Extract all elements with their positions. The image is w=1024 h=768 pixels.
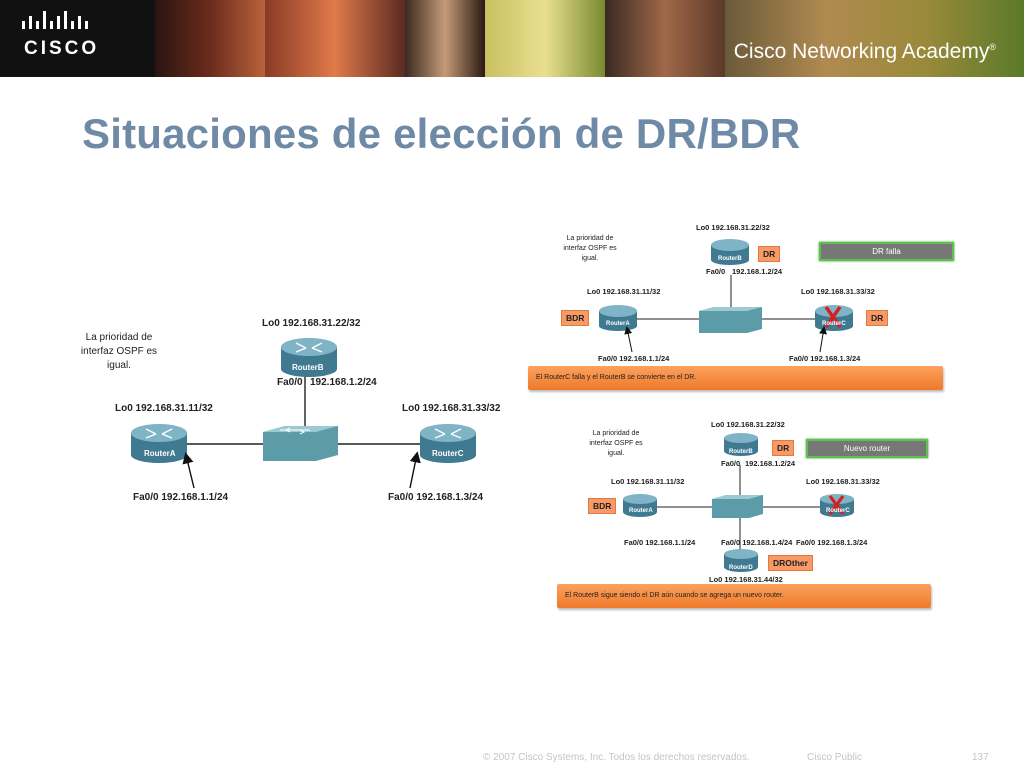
tr-routerB-lo: Lo0 192.168.31.22/32 — [696, 223, 770, 232]
tr-failure-x-icon — [824, 305, 842, 329]
tr-priority-note: La prioridad de interfaz OSPF es igual. — [558, 234, 622, 264]
cisco-wordmark: CISCO — [24, 38, 100, 59]
slide-title: Situaciones de elección de DR/BDR — [82, 110, 801, 157]
tr-routerC-shape — [815, 305, 853, 331]
left-priority-note: La prioridad de interfaz OSPF es igual. — [80, 331, 158, 373]
banner-photo-1 — [155, 0, 265, 77]
left-note-line2: interfaz OSPF es — [80, 346, 158, 357]
br-routerA-lo: Lo0 192.168.31.11/32 — [611, 477, 685, 486]
tr-routerA-role: BDR — [561, 310, 590, 326]
left-routerB-lo: Lo0 192.168.31.22/32 — [262, 318, 361, 329]
br-routerB-shape — [724, 433, 758, 456]
left-arrows — [182, 451, 421, 489]
left-routerB-fa-ip: 192.168.1.2/24 — [310, 377, 377, 388]
br-routerA-name: RouterA — [629, 508, 653, 514]
br-links — [655, 465, 820, 550]
left-routerB-shape — [281, 338, 337, 377]
header-banner: CISCO Cisco Networking Academy® — [0, 0, 1024, 77]
tr-note-line3: igual. — [581, 255, 599, 262]
tr-note-line2: interfaz OSPF es — [563, 245, 617, 252]
br-routerB-role: DR — [772, 440, 795, 456]
cisco-logo: CISCO — [0, 0, 155, 77]
br-routerB-fa-if: Fa0/0 — [721, 459, 741, 468]
left-routerC-name: RouterC — [432, 449, 464, 458]
left-routerA-fa: Fa0/0 192.168.1.1/24 — [133, 492, 229, 503]
tr-routerC-role: DR — [866, 310, 889, 326]
banner-photo-3 — [405, 0, 485, 77]
academy-name: Cisco Networking Academy — [733, 40, 990, 63]
footer-copyright: © 2007 Cisco Systems, Inc. Todos los der… — [483, 752, 750, 763]
br-switch — [712, 495, 763, 518]
academy-title: Cisco Networking Academy® — [734, 40, 996, 64]
br-note-line3: igual. — [607, 450, 625, 457]
tr-routerC-name: RouterC — [822, 321, 846, 327]
tr-routerA-shape — [599, 305, 637, 331]
br-note-line2: interfaz OSPF es — [589, 440, 643, 447]
banner-photo-2 — [265, 0, 405, 77]
tr-routerB-fa-ip: 192.168.1.2/24 — [732, 267, 783, 276]
br-routerC-shape — [820, 494, 854, 517]
left-routerA-name: RouterA — [144, 449, 176, 458]
left-routerA-lo: Lo0 192.168.31.11/32 — [115, 403, 213, 414]
tr-note-line1: La prioridad de — [566, 235, 614, 242]
tr-routerC-lo: Lo0 192.168.31.33/32 — [801, 287, 875, 296]
tr-routerB-fa-if: Fa0/0 — [706, 267, 726, 276]
br-failure-x-icon — [828, 495, 845, 515]
br-routerA-shape — [623, 494, 657, 517]
footer-classification: Cisco Public — [807, 752, 863, 763]
br-routerD-shape — [724, 549, 758, 572]
left-note-line1: La prioridad de — [85, 332, 153, 343]
br-caption: El RouterB sigue siendo el DR aún cuando… — [557, 584, 931, 608]
br-routerB-lo: Lo0 192.168.31.22/32 — [711, 420, 785, 429]
tr-routerB-name: RouterB — [718, 256, 742, 262]
left-routerC-shape — [420, 424, 476, 463]
tr-links — [635, 275, 815, 320]
tr-caption: El RouterC falla y el RouterB se convier… — [528, 366, 943, 390]
banner-photo-4 — [485, 0, 605, 77]
br-routerD-name: RouterD — [729, 565, 753, 571]
tr-routerB-shape — [711, 239, 749, 265]
tr-status-box: DR falla — [819, 242, 954, 261]
tr-arrows — [624, 326, 827, 353]
footer-page-number: 137 — [972, 752, 989, 763]
tr-switch — [699, 307, 762, 333]
cisco-bridge-icon — [22, 11, 88, 29]
br-routerC-fa: Fa0/0 192.168.1.3/24 — [796, 538, 868, 547]
tr-routerC-fa: Fa0/0 192.168.1.3/24 — [789, 354, 861, 363]
left-routerC-lo: Lo0 192.168.31.33/32 — [402, 403, 501, 414]
tr-routerA-name: RouterA — [606, 321, 630, 327]
br-routerD-lo: Lo0 192.168.31.44/32 — [709, 575, 783, 584]
left-routerC-fa: Fa0/0 192.168.1.3/24 — [388, 492, 484, 503]
left-switch — [263, 426, 338, 461]
tr-routerA-lo: Lo0 192.168.31.11/32 — [587, 287, 661, 296]
banner-photo-6 — [725, 0, 1024, 77]
left-routerB-fa-if: Fa0/0 — [277, 377, 303, 388]
br-status-box: Nuevo router — [806, 439, 928, 458]
left-routerA-shape — [131, 424, 187, 463]
br-routerC-lo: Lo0 192.168.31.33/32 — [806, 477, 880, 486]
tr-routerA-fa: Fa0/0 192.168.1.1/24 — [598, 354, 670, 363]
br-routerA-fa: Fa0/0 192.168.1.1/24 — [624, 538, 696, 547]
br-routerD-fa: Fa0/0 192.168.1.4/24 — [721, 538, 793, 547]
br-note-line1: La prioridad de — [592, 430, 640, 437]
left-links — [185, 375, 420, 445]
banner-photo-5 — [605, 0, 725, 77]
br-routerA-role: BDR — [588, 498, 617, 514]
left-note-line3: igual. — [107, 360, 131, 371]
br-routerB-name: RouterB — [729, 449, 753, 455]
br-routerC-name: RouterC — [826, 508, 850, 514]
registered-mark: ® — [989, 42, 996, 52]
br-routerD-role: DROther — [768, 555, 813, 571]
left-routerB-name: RouterB — [292, 363, 324, 372]
br-routerB-fa-ip: 192.168.1.2/24 — [745, 459, 796, 468]
br-priority-note: La prioridad de interfaz OSPF es igual. — [586, 429, 646, 459]
tr-routerB-role: DR — [758, 246, 781, 262]
